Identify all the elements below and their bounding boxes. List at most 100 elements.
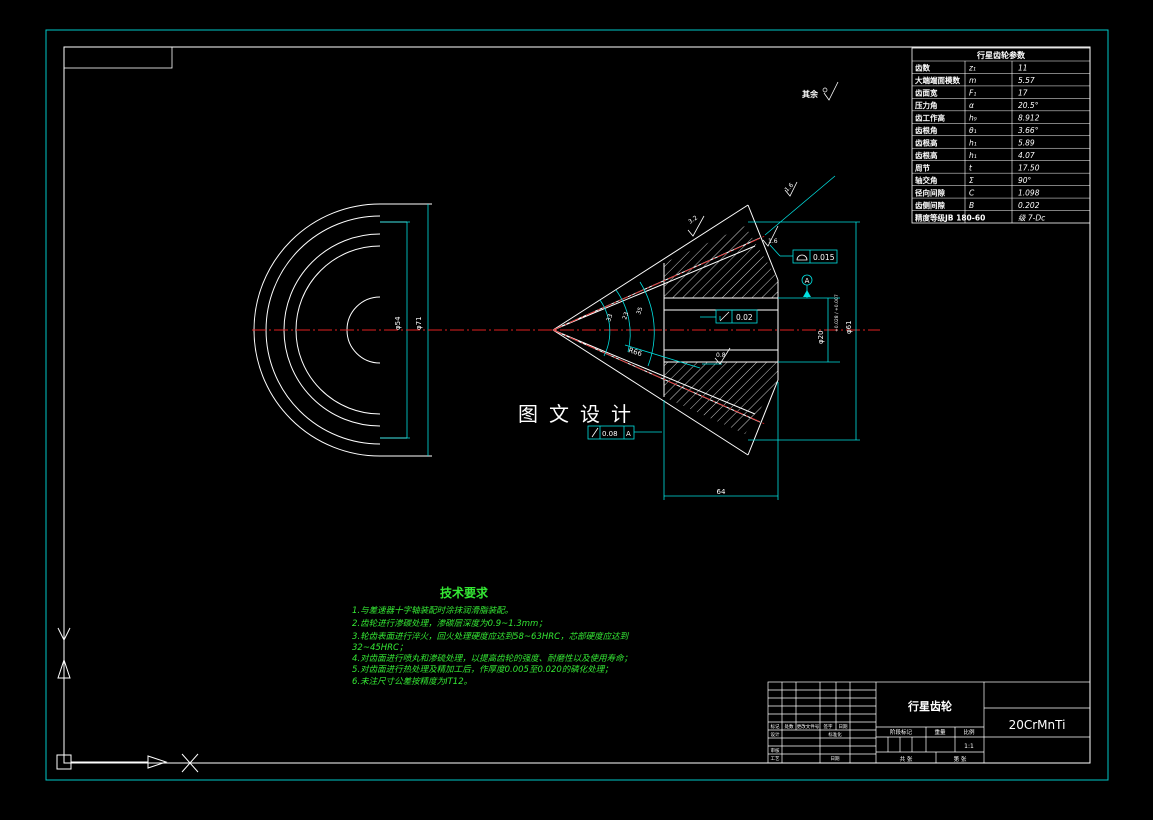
param-value: 0.202: [1018, 201, 1040, 210]
tolerance-value-3: 0.08: [602, 430, 618, 438]
param-value: 1.098: [1018, 188, 1040, 197]
param-value: 3.66°: [1018, 126, 1039, 135]
param-name: 齿数: [915, 63, 930, 73]
tolerance-frame-2: [700, 309, 758, 324]
param-name: 齿根角: [915, 125, 938, 135]
dim-r66: R66: [627, 346, 643, 358]
param-symbol: θ₁: [969, 126, 977, 135]
title-scale-label: 比例: [963, 728, 975, 736]
title-count-label: 共 张: [900, 755, 913, 763]
dim-d20-tol: +0.028 / +0.007: [834, 294, 840, 332]
watermark: 图文设计: [518, 402, 642, 426]
param-value: 90°: [1018, 176, 1032, 185]
param-symbol: B: [969, 201, 974, 210]
surface-note-label: 其余: [802, 89, 819, 99]
param-name: 齿侧间隙: [915, 200, 945, 210]
title-material: 20CrMnTi: [1009, 718, 1066, 732]
param-symbol: F₁: [969, 89, 976, 98]
dim-d61: φ61: [845, 320, 853, 334]
tolerance-ref-3: A: [626, 430, 631, 438]
title-part-name: 行星齿轮: [907, 699, 952, 713]
param-table-title: 行星齿轮参数: [976, 50, 1026, 60]
title-block: [767, 681, 1091, 764]
dim-angle-23: 23: [621, 311, 630, 321]
tolerance-frame-1: [769, 244, 838, 264]
requirement-item-4: 4.对齿面进行喷丸和渗硫处理，以提高齿轮的强度、耐磨性以及使用寿命；: [352, 654, 633, 664]
param-value: 17.50: [1018, 163, 1040, 172]
requirement-item-2: 2.齿轮进行渗碳处理，渗碳层深度为0.9~1.3mm；: [352, 619, 547, 629]
roughness-0-8: 0.8: [716, 352, 726, 359]
title-design-label: 设计: [771, 731, 780, 738]
title-approve-label: 日期: [831, 756, 840, 762]
title-std-label: 标准化: [828, 731, 842, 738]
param-symbol: t: [969, 163, 973, 172]
param-symbol: h₁: [969, 138, 977, 147]
roughness-1-6-a: 1.6: [768, 238, 778, 245]
dim-d71: φ71: [415, 316, 423, 330]
title-weight-label: 重量: [934, 728, 946, 736]
tolerance-value-2: 0.02: [736, 313, 753, 322]
param-value: 8.912: [1018, 114, 1040, 123]
param-name: 齿根高: [915, 150, 938, 160]
param-value: 20.5°: [1018, 101, 1039, 110]
requirement-item-3-cont: 32~45HRC；: [352, 643, 408, 653]
inner-border: [63, 46, 1091, 764]
pitch-line-lower: [552, 329, 766, 425]
rev-label-date: 日期: [839, 724, 848, 730]
datum-a-label: A: [805, 277, 810, 285]
outer-border: [45, 29, 1109, 781]
param-value: 5.57: [1018, 76, 1035, 85]
param-name: 压力角: [915, 100, 938, 110]
ucs-icon: [56, 627, 199, 773]
param-symbol: z₁: [968, 64, 976, 73]
param-value: 级 7-Dc: [1018, 213, 1046, 222]
param-symbol: Σ: [969, 176, 974, 185]
param-name: 齿面宽: [915, 88, 938, 98]
hatch-lower: [664, 362, 778, 434]
param-value: 5.89: [1018, 138, 1035, 147]
param-symbol: h₉: [969, 114, 977, 123]
title-stage-label: 阶段标记: [890, 728, 913, 736]
rev-label-sign: 签字: [824, 723, 833, 730]
dim-angle-35: 35: [635, 306, 644, 316]
requirements-title: 技术要求: [440, 586, 489, 600]
rev-label-file: 更改文件号: [797, 723, 820, 730]
rev-label-count: 处数: [785, 723, 794, 730]
tolerance-value-1: 0.015: [813, 253, 835, 262]
param-value: 11: [1018, 64, 1028, 73]
title-sheet-label: 第 张: [954, 755, 967, 763]
param-name: 轴交角: [915, 175, 938, 185]
param-name: 径向间隙: [915, 187, 945, 197]
param-symbol: C: [969, 188, 975, 197]
requirement-item-1: 1.与差速器十字轴装配时涂抹润滑脂装配。: [352, 606, 514, 616]
roughness-3-2: 3.2: [687, 214, 699, 225]
dim-d20: φ20: [817, 330, 825, 344]
param-value: 4.07: [1018, 151, 1035, 160]
section-dimensions: [599, 175, 860, 500]
param-name: 齿根高: [915, 137, 938, 147]
title-review-label: 审核: [771, 747, 780, 754]
surface-roughness-note: 其余: [802, 81, 839, 101]
param-value: 17: [1018, 89, 1028, 98]
requirement-item-6: 6.未注尺寸公差按精度为IT12。: [352, 677, 473, 687]
hatch-upper: [664, 226, 778, 298]
datum-a: A: [801, 274, 813, 297]
roughness-1-6-b: 1.6: [783, 182, 795, 194]
title-scale-value: 1:1: [964, 743, 974, 750]
corner-box: [63, 46, 173, 69]
param-symbol: m: [969, 76, 976, 85]
title-process-label: 工艺: [771, 756, 780, 762]
param-symbol: α: [969, 101, 974, 110]
dim-d54: φ54: [394, 316, 402, 330]
requirement-item-5: 5.对齿面进行热处理及精加工后，作厚度0.005至0.020的磷化处理；: [352, 665, 613, 675]
dim-len64: 64: [717, 488, 726, 496]
requirement-item-3: 3.轮齿表面进行淬火，回火处理硬度应达到58~63HRC，芯部硬度应达到: [352, 632, 629, 642]
tolerance-frame-3: [587, 425, 662, 440]
param-name: 精度等级JB 180-60: [915, 212, 985, 222]
pitch-line-upper: [552, 235, 766, 331]
roughness-symbols: [687, 181, 798, 365]
param-name: 周节: [915, 162, 930, 172]
rev-label-mark: 标记: [771, 723, 780, 730]
